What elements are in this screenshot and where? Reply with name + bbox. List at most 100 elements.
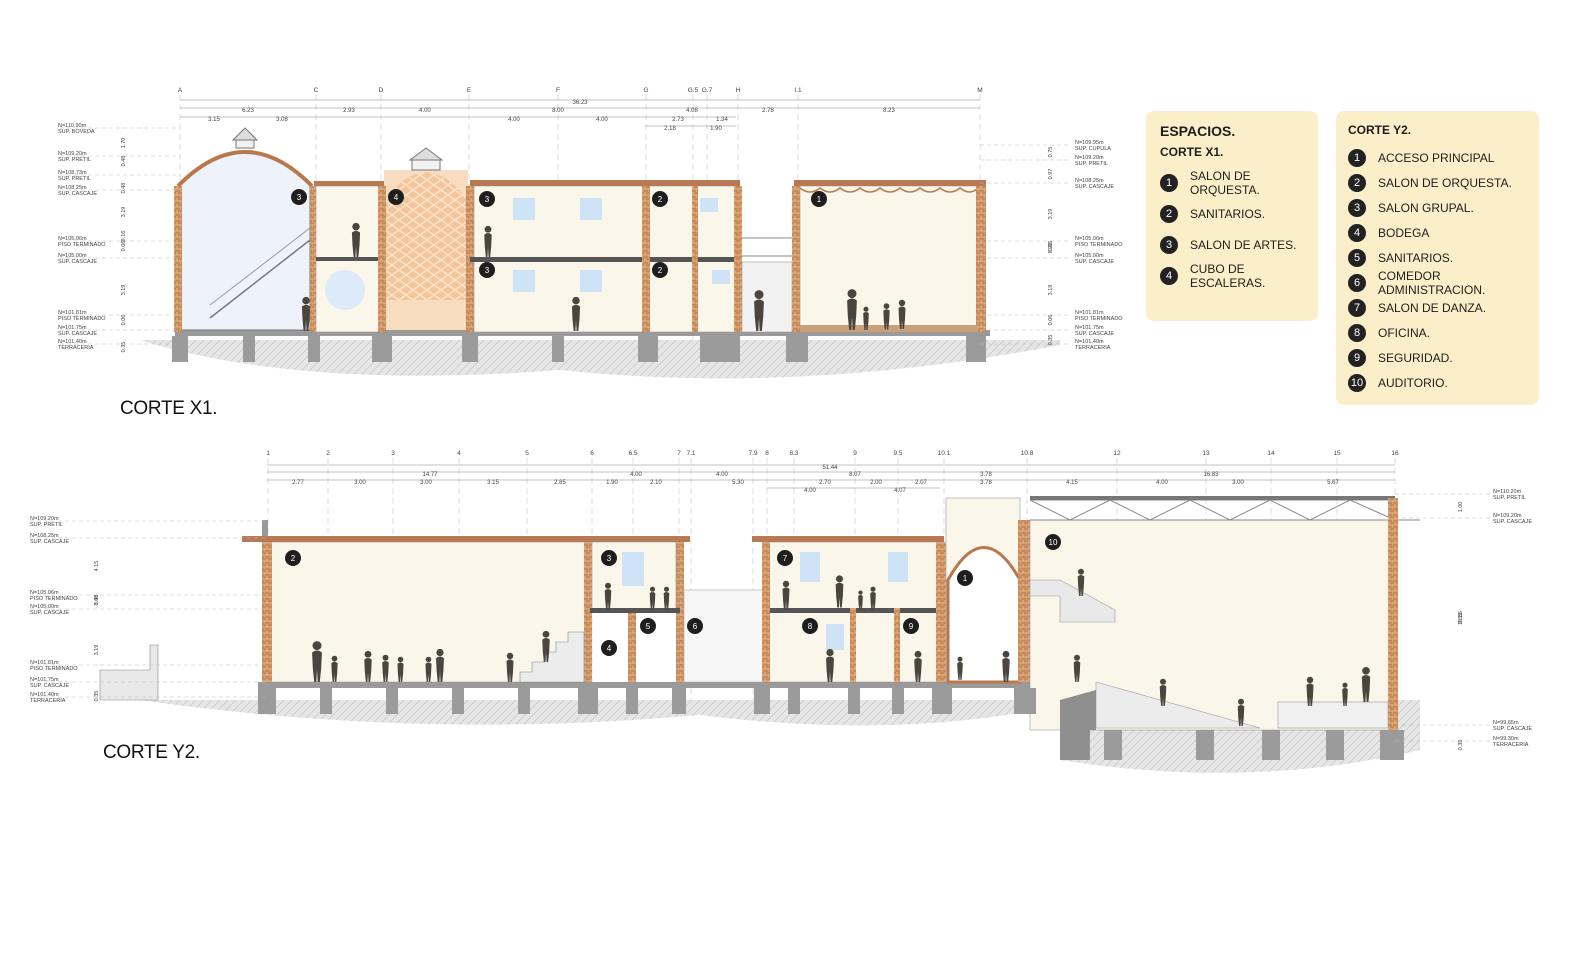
x1-ground bbox=[140, 340, 1060, 379]
x1-round-window bbox=[325, 270, 365, 310]
corte-y2-title: CORTE Y2. bbox=[103, 742, 200, 763]
x1-dimension: 2.78 bbox=[762, 108, 774, 114]
legend-item-number: 1 bbox=[1348, 148, 1366, 167]
y2-axis-label: 9.5 bbox=[893, 450, 902, 457]
y2-wall-101 bbox=[936, 542, 946, 682]
y2-dimension: 3.78 bbox=[980, 480, 992, 486]
y2-balcony bbox=[1029, 579, 1116, 623]
y2-axis-label: 8 bbox=[765, 450, 769, 457]
level-label: SUP. CASCAJE bbox=[1075, 331, 1114, 337]
x1-wall-a bbox=[174, 186, 182, 332]
level-label: PISO TERMINADO bbox=[30, 666, 78, 672]
level-label: TERRACERIA bbox=[30, 698, 66, 704]
level-label: PISO TERMINADO bbox=[1075, 242, 1123, 248]
y2-dimension: 4.07 bbox=[894, 488, 906, 494]
room-marker bbox=[291, 189, 307, 205]
room-marker-number: 9 bbox=[909, 622, 914, 631]
level-value: N=108.73m bbox=[58, 170, 87, 176]
legend-item-number: 4 bbox=[1348, 223, 1366, 242]
y2-dimension: 4.00 bbox=[804, 488, 816, 494]
legend-title: ESPACIOS. bbox=[1160, 123, 1236, 139]
x1-dimension: 1.34 bbox=[716, 117, 728, 123]
y2-dimension: 3.00 bbox=[420, 480, 432, 486]
level-label: TERRACERIA bbox=[58, 345, 94, 351]
x1-lantern bbox=[231, 127, 259, 141]
y2-left-retaining bbox=[99, 644, 159, 701]
x1-slab-ground bbox=[175, 330, 990, 336]
level-label: SUP. CASCAJE bbox=[58, 331, 97, 337]
room-marker bbox=[652, 191, 668, 207]
legend-item-label: SALON DE ORQUESTA. bbox=[1378, 175, 1512, 190]
y2-dimension: 1.90 bbox=[606, 480, 618, 486]
room-marker bbox=[652, 262, 668, 278]
legend-item: 1 SALON DE ORQUESTA. bbox=[1160, 167, 1318, 198]
y2-dimension: 2.70 bbox=[819, 480, 831, 486]
level-label: SUP. CASCAJE bbox=[1493, 726, 1532, 732]
room-marker bbox=[601, 640, 617, 656]
y2-dimension: 2.00 bbox=[870, 480, 882, 486]
level-value: N=110.20m bbox=[1493, 489, 1522, 495]
y2-axis-label: 4 bbox=[457, 450, 461, 457]
vertical-dimension: 0.06 bbox=[121, 315, 127, 326]
legend-item-number: 1 bbox=[1160, 173, 1178, 192]
level-value: N=108.25m bbox=[1075, 178, 1104, 184]
level-value: N=101.81m bbox=[1075, 310, 1104, 316]
y2-axis-label: 6.5 bbox=[628, 450, 637, 457]
room-marker-number: 7 bbox=[783, 554, 788, 563]
y2-axis-label: 12 bbox=[1113, 450, 1121, 457]
x1-dimension-lines bbox=[180, 99, 980, 127]
y2-axis-label: 3 bbox=[391, 450, 395, 457]
x1-roof-cd bbox=[314, 181, 384, 186]
vertical-dimension: 0.48 bbox=[121, 156, 127, 167]
legend-item-label: SALON DE ORQUESTA. bbox=[1190, 168, 1260, 197]
x1-foundations bbox=[172, 336, 986, 362]
level-label: PISO TERMINADO bbox=[58, 242, 106, 248]
y2-roof-mid bbox=[752, 536, 944, 542]
room-marker bbox=[903, 618, 919, 634]
x1-window-1 bbox=[513, 198, 535, 220]
x1-axis-label: I.1 bbox=[794, 87, 802, 94]
y2-dimension: 3.00 bbox=[354, 480, 366, 486]
y2-axis-label: 9 bbox=[853, 450, 857, 457]
x1-stair-cube-lantern bbox=[408, 147, 444, 161]
legend-y2-title: CORTE Y2. bbox=[1348, 123, 1412, 137]
x1-wall-g7 bbox=[692, 186, 698, 332]
x1-dimension: 4.00 bbox=[419, 108, 431, 114]
y2-axis-label: 6 bbox=[590, 450, 594, 457]
level-value: N=99.30m bbox=[1493, 736, 1519, 742]
x1-slab-cd-mid bbox=[316, 257, 380, 261]
level-value: N=108.25m bbox=[58, 185, 87, 191]
y2-wall-6 bbox=[584, 542, 592, 682]
legend-item-label: SANITARIOS. bbox=[1378, 250, 1454, 265]
x1-lantern-base bbox=[235, 139, 255, 149]
level-value: N=109.20m bbox=[1075, 155, 1104, 161]
level-label: SUP. PRETIL bbox=[30, 522, 63, 528]
vertical-dimension: 4.15 bbox=[94, 561, 100, 572]
y2-window-7b bbox=[888, 552, 908, 582]
y2-stair-left bbox=[519, 631, 585, 683]
x1-axis-label: M bbox=[977, 87, 982, 94]
x1-roof-hall bbox=[794, 180, 986, 186]
vertical-dimension: 1.00 bbox=[1458, 502, 1464, 513]
level-label: SUP. PRETIL bbox=[1493, 495, 1526, 501]
vertical-dimension: 0.97 bbox=[1048, 169, 1054, 180]
x1-orchestra-hall bbox=[799, 185, 979, 333]
y2-axis-label: 10.1 bbox=[938, 450, 951, 457]
y2-window-7 bbox=[800, 552, 820, 582]
room-marker-number: 10 bbox=[1049, 538, 1058, 547]
x1-dimension: 4.00 bbox=[596, 117, 608, 123]
room-marker-number: 2 bbox=[291, 554, 296, 563]
level-label: SUP. CASCAJE bbox=[1493, 519, 1532, 525]
level-label: TERRACERIA bbox=[1075, 345, 1111, 351]
legend-item-label: SANITARIOS. bbox=[1190, 206, 1266, 221]
legend-item-label: COMEDOR ADMINISTRACION. bbox=[1378, 268, 1486, 297]
